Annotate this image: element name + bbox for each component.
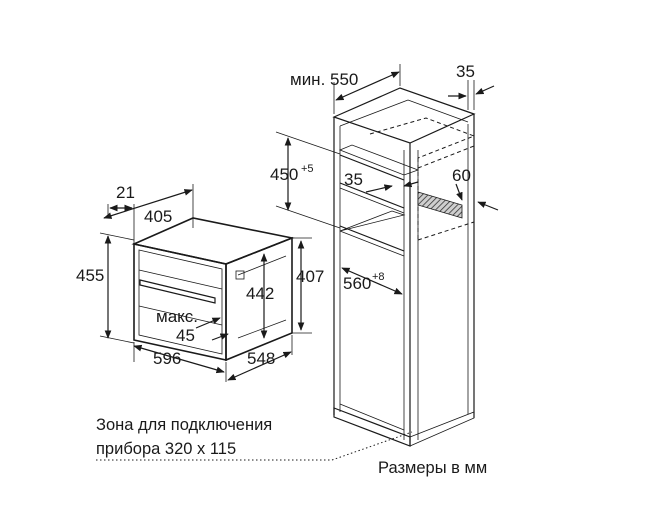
dim-442: 442 (246, 284, 274, 303)
dim-35-mid: 35 (344, 170, 363, 189)
dim-min-550: мин. 550 (290, 70, 358, 89)
dim-21: 21 (116, 183, 135, 202)
dim-560-sup: +8 (372, 271, 385, 283)
dim-560: 560 (343, 274, 371, 293)
dim-45: 45 (176, 326, 195, 345)
dim-60: 60 (452, 166, 471, 185)
dim-450-sup: +5 (301, 163, 314, 175)
dim-450: 450 (270, 165, 298, 184)
label-maks: макс. (156, 307, 198, 326)
connection-zone-label-line1: Зона для подключения (96, 416, 272, 434)
units-caption: Размеры в мм (378, 459, 487, 477)
dim-455: 455 (76, 266, 104, 285)
dim-35-top: 35 (456, 62, 475, 81)
connection-zone-leader (96, 431, 413, 461)
cabinet-dimensions: мин. 550 35 450 +5 35 60 560 +8 (270, 62, 499, 295)
dim-405: 405 (144, 207, 172, 226)
oven-dimensions: 21 405 455 596 548 442 407 макс. 45 (76, 183, 324, 382)
connection-zone-label-line2: прибора 320 x 115 (96, 440, 236, 458)
dim-548: 548 (247, 349, 275, 368)
dim-407: 407 (296, 267, 324, 286)
dim-596: 596 (153, 349, 181, 368)
cabinet-drawing (332, 87, 476, 447)
